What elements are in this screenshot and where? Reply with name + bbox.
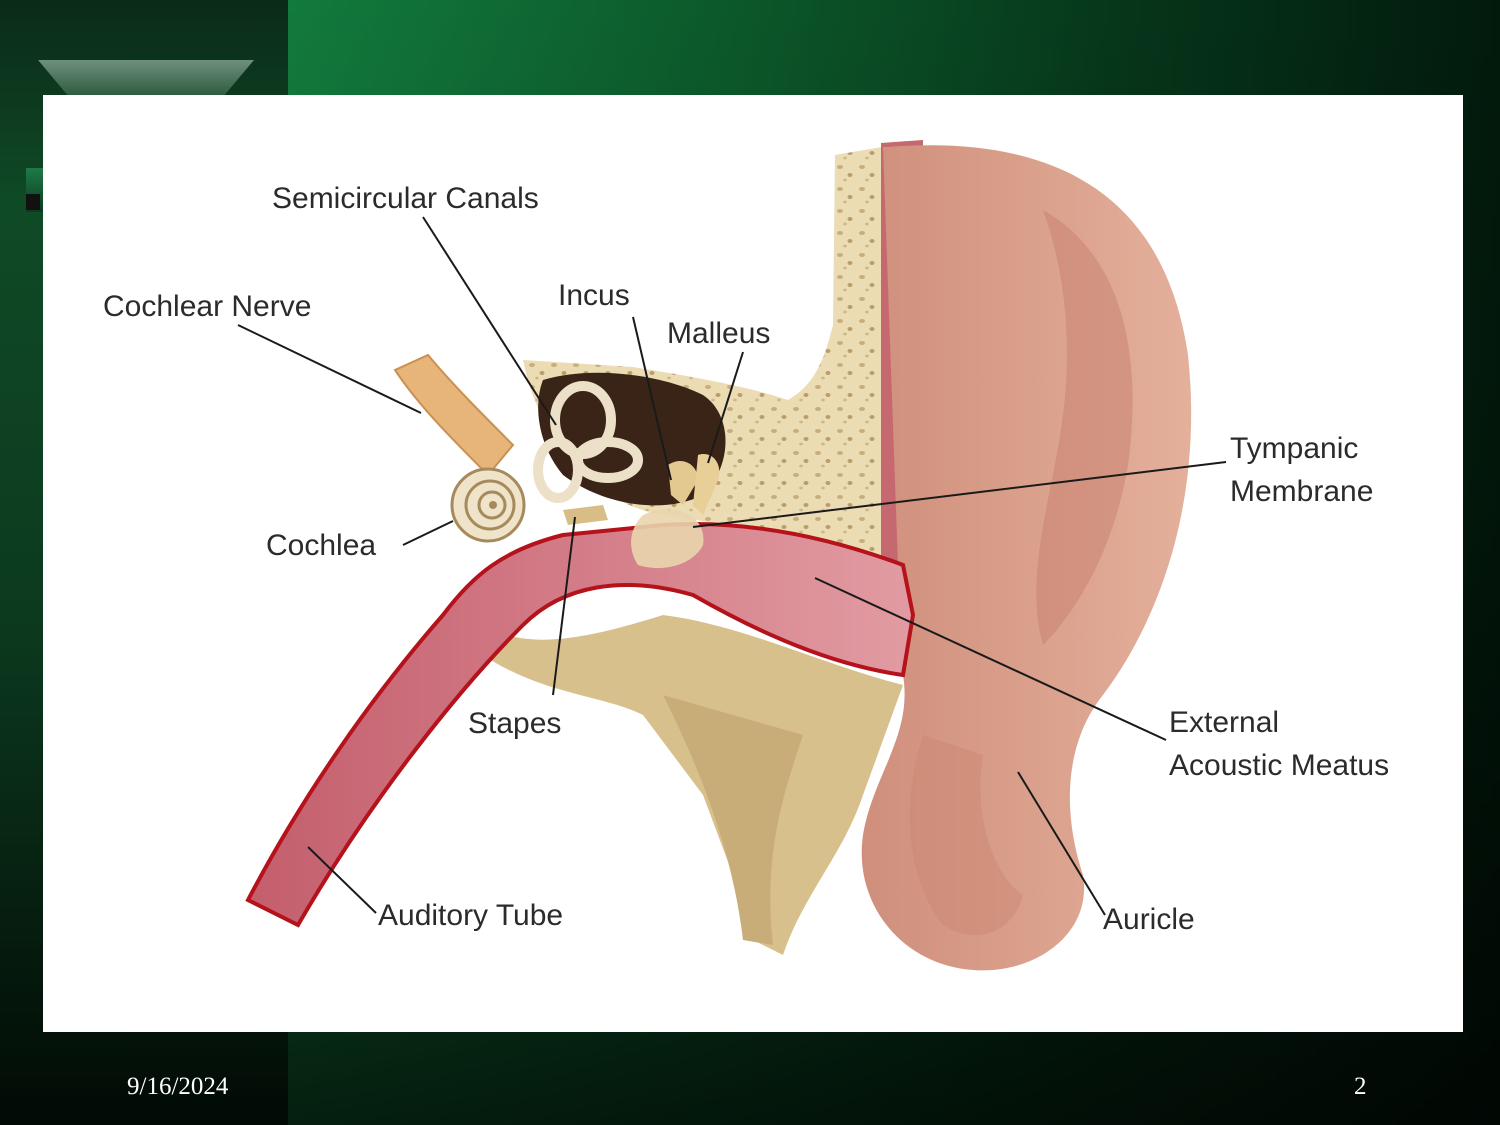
bullet-marker — [26, 194, 40, 210]
incus-shape — [668, 460, 698, 505]
label-external-line2: Acoustic Meatus — [1169, 749, 1389, 782]
semicircular-canals-shape — [533, 381, 643, 503]
label-tympanic-line1: Tympanic — [1230, 432, 1358, 465]
label-auricle: Auricle — [1103, 903, 1195, 936]
label-auditory-tube: Auditory Tube — [378, 899, 563, 932]
mastoid-bone — [473, 615, 903, 955]
label-cochlea: Cochlea — [266, 529, 376, 562]
ear-anatomy-figure: Semicircular Canals Cochlear Nerve Incus… — [43, 95, 1463, 1032]
slide-page-number: 2 — [1354, 1073, 1367, 1100]
ear-anatomy-diagram: Semicircular Canals Cochlear Nerve Incus… — [103, 140, 1389, 971]
auricle-lobe-shadow — [909, 735, 1023, 935]
slide-date: 9/16/2024 — [127, 1073, 229, 1100]
label-external-line1: External — [1169, 706, 1279, 739]
leader-lines — [237, 216, 1227, 916]
label-malleus: Malleus — [667, 317, 770, 350]
label-stapes: Stapes — [468, 707, 561, 740]
malleus-shape — [693, 454, 720, 515]
auricle-fold — [1036, 210, 1133, 645]
label-incus: Incus — [558, 279, 630, 312]
tympanic-membrane-shape — [631, 509, 704, 569]
decorative-gem — [38, 60, 254, 96]
stapes-shape — [563, 505, 608, 525]
cochlea-shape — [450, 467, 526, 543]
auditory-tube-shape — [245, 522, 916, 928]
mastoid-process — [663, 695, 803, 945]
temporal-bone — [523, 140, 923, 565]
label-semicircular-canals: Semicircular Canals — [272, 182, 539, 215]
cochlear-nerve-shape — [393, 353, 515, 477]
auricle-shape — [861, 145, 1192, 971]
label-tympanic-line2: Membrane — [1230, 475, 1373, 508]
label-cochlear-nerve: Cochlear Nerve — [103, 290, 311, 323]
